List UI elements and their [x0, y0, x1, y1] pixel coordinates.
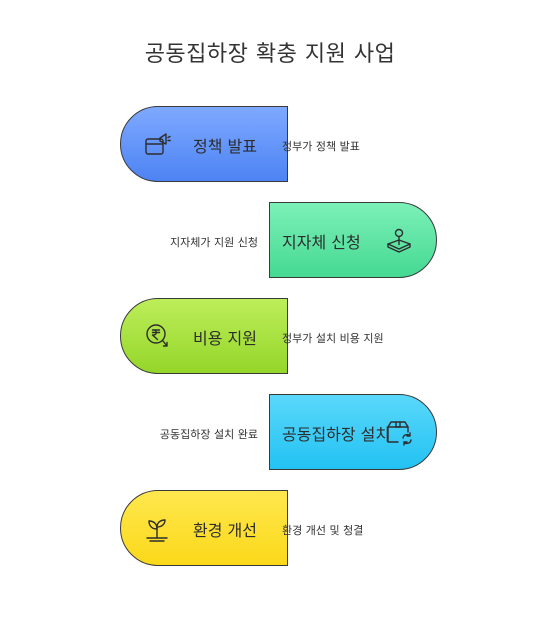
diagram-title: 공동집하장 확충 지원 사업 — [144, 42, 396, 67]
step-description: 정부가 설치 비용 지원 — [282, 332, 384, 345]
megaphone-icon — [143, 130, 173, 160]
recycle-box-icon — [384, 418, 414, 448]
step-installation: 공동집하장 설치 — [269, 394, 437, 470]
step-local-application: 지자체 신청 — [269, 202, 437, 278]
step-label: 환경 개선 — [193, 521, 257, 540]
step-environment-improvement: 환경 개선 — [120, 490, 288, 566]
step-label: 비용 지원 — [193, 329, 257, 348]
map-pin-icon — [384, 226, 414, 256]
step-description: 공동집하장 설치 완료 — [159, 428, 258, 441]
step-label: 공동집하장 설치 — [282, 425, 391, 444]
step-description: 환경 개선 및 청결 — [282, 524, 364, 537]
rupee-coin-icon — [143, 322, 173, 352]
step-description: 정부가 정책 발표 — [282, 140, 360, 153]
step-label: 지자체 신청 — [282, 233, 361, 252]
sprout-icon — [143, 514, 173, 544]
step-cost-support: 비용 지원 — [120, 298, 288, 374]
step-label: 정책 발표 — [193, 137, 257, 156]
step-policy-announcement: 정책 발표 — [120, 106, 288, 182]
step-description: 지자체가 지원 신청 — [170, 236, 258, 249]
